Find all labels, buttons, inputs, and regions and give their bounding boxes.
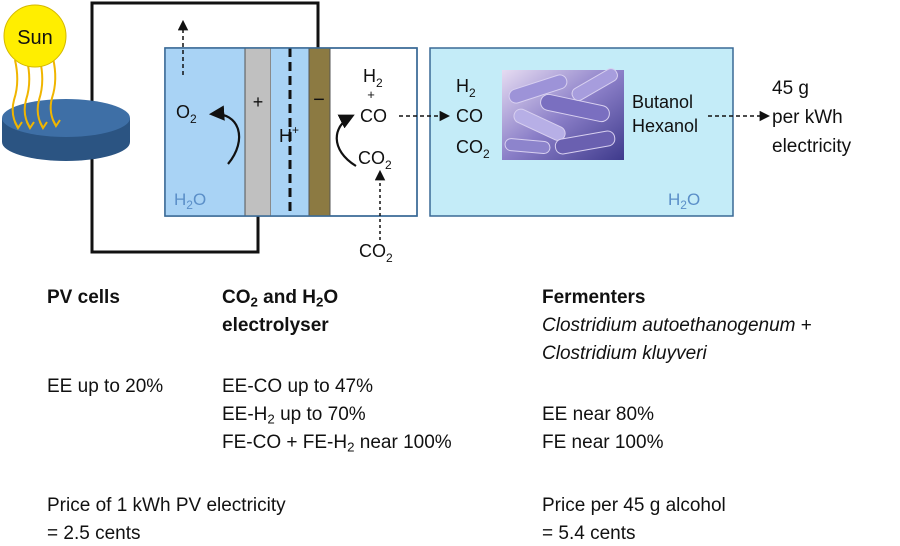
cathode-plate	[308, 47, 331, 217]
anode-bath	[165, 48, 245, 216]
fermenters-header: Fermenters	[542, 287, 646, 308]
bacteria-image	[502, 68, 624, 160]
h2o-right-label: H2O	[668, 190, 700, 212]
ferm-ee-value: EE near 80%	[542, 404, 654, 425]
anode-plate	[244, 47, 272, 217]
output-line-2: per kWh	[772, 107, 843, 128]
elec-fe-value: FE-CO + FE-H2 near 100%	[222, 432, 452, 455]
pv-cell-icon	[2, 99, 130, 161]
electrolyser-header: CO2 and H2O	[222, 287, 339, 310]
pv-price-line2: = 2.5 cents	[47, 523, 141, 544]
ferm-price-line1: Price per 45 g alcohol	[542, 495, 726, 516]
anode-curved-arrow	[208, 105, 241, 165]
circuit-wire-bottom	[90, 155, 260, 254]
ferm-h2-label: H2	[456, 76, 476, 100]
ferm-co2-label: CO2	[456, 137, 490, 161]
output-line-3: electricity	[772, 136, 852, 157]
plus-sign: +	[253, 92, 264, 112]
butanol-label: Butanol	[632, 92, 693, 112]
o2-label: O2	[176, 102, 197, 126]
co-label: CO	[360, 106, 387, 126]
output-line-1: 45 g	[772, 78, 809, 99]
ferm-fe-value: FE near 100%	[542, 432, 664, 453]
co2-mid-label: CO2	[358, 148, 392, 172]
ferm-price-line2: = 5.4 cents	[542, 523, 636, 544]
co2-bottom-label: CO2	[359, 241, 393, 265]
plus-small-label: +	[367, 87, 375, 102]
h-plus-label: H+	[279, 123, 299, 146]
h2-label: H2	[363, 66, 383, 90]
elec-ee-co-value: EE-CO up to 47%	[222, 376, 374, 397]
ferm-co-label: CO	[456, 106, 483, 126]
svg-text:Sun: Sun	[17, 27, 53, 49]
pv-header: PV cells	[47, 287, 120, 308]
sun-icon: Sun	[3, 4, 67, 68]
pv-price-line1: Price of 1 kWh PV electricity	[47, 495, 286, 516]
circuit-wire	[90, 1, 320, 115]
pv-ee-value: EE up to 20%	[47, 376, 164, 397]
process-diagram: Sun H2O + − H+ O2 H2 + CO CO2 CO2 H2 CO …	[2, 1, 852, 265]
hexanol-label: Hexanol	[632, 116, 698, 136]
h2o-left-label: H2O	[174, 190, 206, 212]
elec-ee-h2-value: EE-H2 up to 70%	[222, 404, 366, 427]
electrolyser-header-line2: electrolyser	[222, 315, 329, 336]
cathode-curved-arrow	[335, 114, 357, 167]
sun-rays-icon	[11, 57, 61, 130]
fermenter-species-1: Clostridium autoethanogenum +	[542, 315, 812, 336]
fermenter-species-2: Clostridium kluyveri	[542, 343, 707, 364]
minus-sign: −	[313, 89, 325, 111]
